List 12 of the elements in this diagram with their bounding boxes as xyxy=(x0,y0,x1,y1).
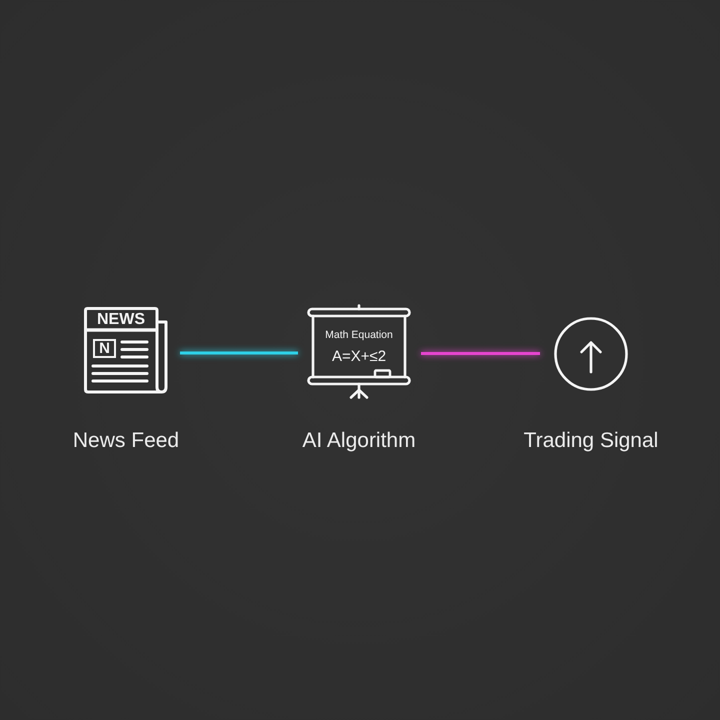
equation-text: A=X+≤2 xyxy=(330,348,388,366)
node-caption: AI Algorithm xyxy=(302,428,416,454)
node-caption: Trading Signal xyxy=(524,428,658,454)
connector-line xyxy=(421,352,540,355)
initial-letter: N xyxy=(93,339,116,358)
node-caption: News Feed xyxy=(72,428,180,454)
presentation-board xyxy=(307,304,411,399)
connector-line xyxy=(180,352,298,354)
up-arrow-circle-icon xyxy=(554,317,628,391)
newspaper-illustration xyxy=(84,307,168,393)
board-heading: Math Equation xyxy=(324,329,394,342)
masthead-text: NEWS xyxy=(96,311,146,329)
